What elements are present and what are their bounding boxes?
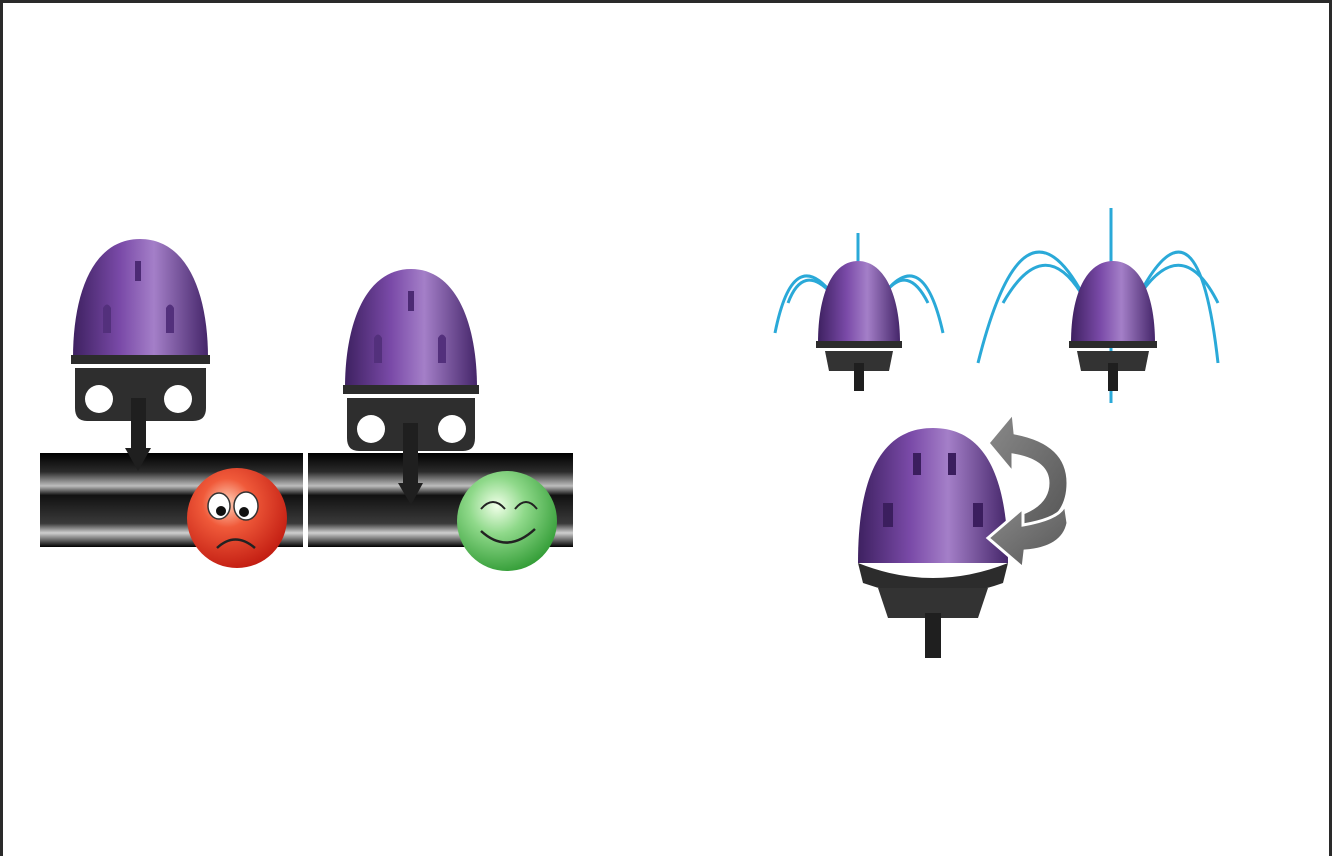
incorrect-install-panel: [40, 239, 303, 568]
happy-face-icon: [457, 471, 557, 571]
sad-face-icon: [187, 468, 287, 568]
large-spray-emitter: [978, 208, 1218, 403]
emitter-incorrect: [71, 239, 210, 471]
illustration-canvas: [3, 3, 1332, 859]
adjustable-emitter: [858, 428, 1008, 658]
small-spray-emitter: [775, 233, 943, 391]
correct-install-panel: [308, 269, 573, 571]
